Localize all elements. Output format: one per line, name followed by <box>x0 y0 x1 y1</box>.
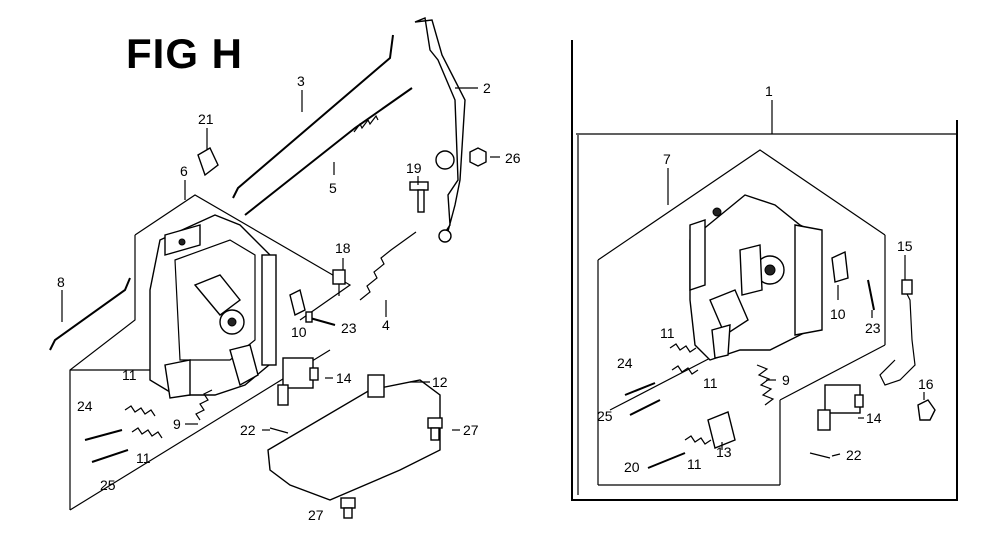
callout-11-left-bottom: 11 <box>136 450 151 466</box>
rod-3 <box>232 34 394 199</box>
left-assembly <box>49 17 500 519</box>
callout-14-left: 14 <box>336 370 352 386</box>
rod-5 <box>244 87 413 216</box>
switch-14-right <box>817 384 864 431</box>
callout-24-left: 24 <box>77 398 93 414</box>
callout-19: 19 <box>406 160 422 176</box>
control-base-plate <box>149 214 277 399</box>
callout-24-right: 24 <box>617 355 633 371</box>
bolt-25-right <box>629 399 661 416</box>
figure-title: FIG H <box>126 30 243 77</box>
right-assembly <box>571 40 958 501</box>
callout-15: 15 <box>897 238 913 254</box>
screw-18 <box>332 269 346 296</box>
callout-27-right: 27 <box>463 422 479 438</box>
leader-lines-right <box>667 168 925 457</box>
springs-11-right <box>669 343 712 445</box>
bolt-27-bottom <box>340 497 356 519</box>
callout-11-left-top: 11 <box>122 367 137 383</box>
bolt-27-right <box>427 417 443 441</box>
screw-22-left <box>269 427 289 434</box>
bolt-24-right <box>624 382 656 396</box>
springs-11-left <box>124 405 163 439</box>
cable-15 <box>879 289 916 386</box>
callout-22-right: 22 <box>846 447 862 463</box>
screw-22-right <box>809 452 831 459</box>
callout-3: 3 <box>297 73 305 89</box>
bolt-23-left <box>305 311 336 326</box>
callout-16: 16 <box>918 376 934 392</box>
switch-14-left <box>277 357 319 406</box>
callout-25-right: 25 <box>597 408 613 424</box>
callout-7: 7 <box>663 151 671 167</box>
clip-21 <box>197 147 219 177</box>
callout-13: 13 <box>716 444 732 460</box>
callout-27-bottom: 27 <box>308 507 324 523</box>
callout-9-right: 9 <box>782 372 790 388</box>
callout-23-right: 23 <box>865 320 881 336</box>
bolt-20 <box>647 452 686 469</box>
grommet-16 <box>917 399 936 421</box>
spring-on-rod-5 <box>353 114 379 133</box>
cover-12 <box>267 379 441 501</box>
rod-8 <box>49 277 131 351</box>
collar-13 <box>707 411 736 449</box>
bracket-10-left <box>289 288 306 317</box>
callout-labels: 1 2 3 4 5 6 7 8 9 9 10 10 11 11 11 11 11… <box>57 73 934 523</box>
callout-11-right-middle: 11 <box>703 375 718 391</box>
spring-4 <box>359 231 417 301</box>
callout-5: 5 <box>329 180 337 196</box>
callout-2: 2 <box>483 80 491 96</box>
callout-10-right: 10 <box>830 306 846 322</box>
callout-4: 4 <box>382 317 390 333</box>
callout-20: 20 <box>624 459 640 475</box>
bolt-25-left <box>91 449 129 463</box>
callout-12: 12 <box>432 374 448 390</box>
callout-11-right-top: 11 <box>660 325 675 341</box>
leader-lines-left <box>61 87 500 431</box>
callout-14-right: 14 <box>866 410 882 426</box>
bolt-19 <box>409 181 429 213</box>
spring-9-left <box>195 389 213 421</box>
callout-23-left: 23 <box>341 320 357 336</box>
callout-25-left: 25 <box>100 477 116 493</box>
callout-22-left: 22 <box>240 422 256 438</box>
callout-9-left: 9 <box>173 416 181 432</box>
nut-26 <box>469 147 487 167</box>
spring-9-right <box>756 364 775 406</box>
callout-26: 26 <box>505 150 521 166</box>
callout-8: 8 <box>57 274 65 290</box>
control-base-plate-7 <box>689 194 823 361</box>
bolt-23-right <box>867 279 875 311</box>
bolt-24-left <box>84 429 123 441</box>
bracket-10-right <box>831 250 849 283</box>
callout-18: 18 <box>335 240 351 256</box>
callout-1: 1 <box>765 83 773 99</box>
callout-11-right-bottom: 11 <box>687 456 702 472</box>
callout-6: 6 <box>180 163 188 179</box>
callout-10-left: 10 <box>291 324 307 340</box>
callout-21: 21 <box>198 111 214 127</box>
